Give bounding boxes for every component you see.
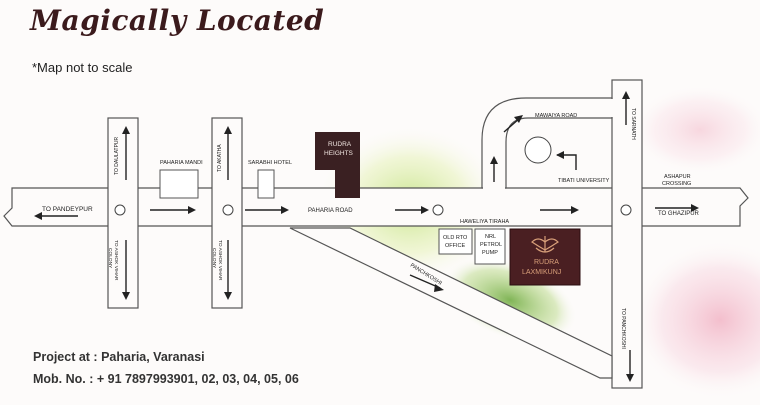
roundabout-ashapur xyxy=(620,204,632,216)
rudra-heights-building xyxy=(315,132,360,198)
label-ashok-vihar-2a: TO ASHOK VIHAR xyxy=(217,240,223,281)
label-haweliya-tiraha: HAWELIYA TIRAHA xyxy=(460,219,509,225)
old-rto-office-box xyxy=(438,228,473,255)
pink-flower-decoration-2 xyxy=(630,85,760,175)
label-rudra-heights-2: HEIGHTS xyxy=(324,150,354,157)
sarabhi-hotel-building xyxy=(257,169,275,199)
label-nrl-3: PUMP xyxy=(482,250,498,256)
label-ashok-vihar-2b: COLONY xyxy=(211,248,217,269)
label-to-pandeypur: TO PANDEYPUR xyxy=(42,206,93,213)
nrl-petrol-pump-box xyxy=(474,228,506,265)
road-network xyxy=(3,79,749,389)
project-location: Project at : Paharia, Varanasi xyxy=(33,350,205,364)
roundabout-1 xyxy=(114,204,126,216)
label-nrl-2: PETROL xyxy=(480,242,502,248)
label-old-rto-1: OLD RTO xyxy=(443,235,468,241)
laxmikunj-emblem xyxy=(531,236,559,253)
label-old-rto-2: OFFICE xyxy=(445,243,465,249)
tibati-university-marker xyxy=(524,136,552,164)
road-panchkoshi xyxy=(289,227,613,379)
label-mawaiya-road: MAWAIYA ROAD xyxy=(535,113,577,119)
label-ashapur-crossing-2: CROSSING xyxy=(662,181,691,187)
label-to-ghazipur: TO GHAZIPUR xyxy=(658,211,700,217)
label-to-daulatpur: TO DAULATPUR xyxy=(114,136,120,175)
label-rudra-laxmikunj-2: LAXMIKUNJ xyxy=(522,269,561,276)
pink-flower-decoration xyxy=(630,240,760,400)
label-rudra-heights-1: RUDRA xyxy=(328,141,352,148)
roundabout-2 xyxy=(222,204,234,216)
direction-arrows xyxy=(34,91,699,382)
label-to-panchkoshi: TO PANCHKOSHI xyxy=(620,308,626,349)
road-sarnath-panchkoshi xyxy=(611,79,643,389)
label-rudra-laxmikunj-1: RUDRA xyxy=(534,259,559,266)
scale-note: *Map not to scale xyxy=(32,60,133,75)
label-sarabhi-hotel: SARABHI HOTEL xyxy=(248,160,292,166)
label-to-sarnath: TO SARNATH xyxy=(630,108,636,140)
roundabout-haweliya xyxy=(432,204,444,216)
paharia-mandi-building xyxy=(159,169,199,199)
label-nrl-1: NRL xyxy=(485,234,496,240)
mobile-numbers: Mob. No. : + 91 7897993901, 02, 03, 04, … xyxy=(33,372,299,386)
label-paharia-road: PAHARIA ROAD xyxy=(308,208,353,214)
label-paharia-mandi: PAHARIA MANDI xyxy=(160,160,203,166)
label-ashapur-crossing-1: ASHAPUR xyxy=(664,174,691,180)
label-ashok-vihar-1a: TO ASHOK VIHAR xyxy=(113,240,119,281)
label-to-akatha: TO AKATHA xyxy=(217,144,223,172)
page-title: Magically Located xyxy=(30,4,325,37)
label-ashok-vihar-1b: COLONY xyxy=(107,248,113,269)
label-tibati-university: TIBATI UNIVERSITY xyxy=(558,178,610,184)
